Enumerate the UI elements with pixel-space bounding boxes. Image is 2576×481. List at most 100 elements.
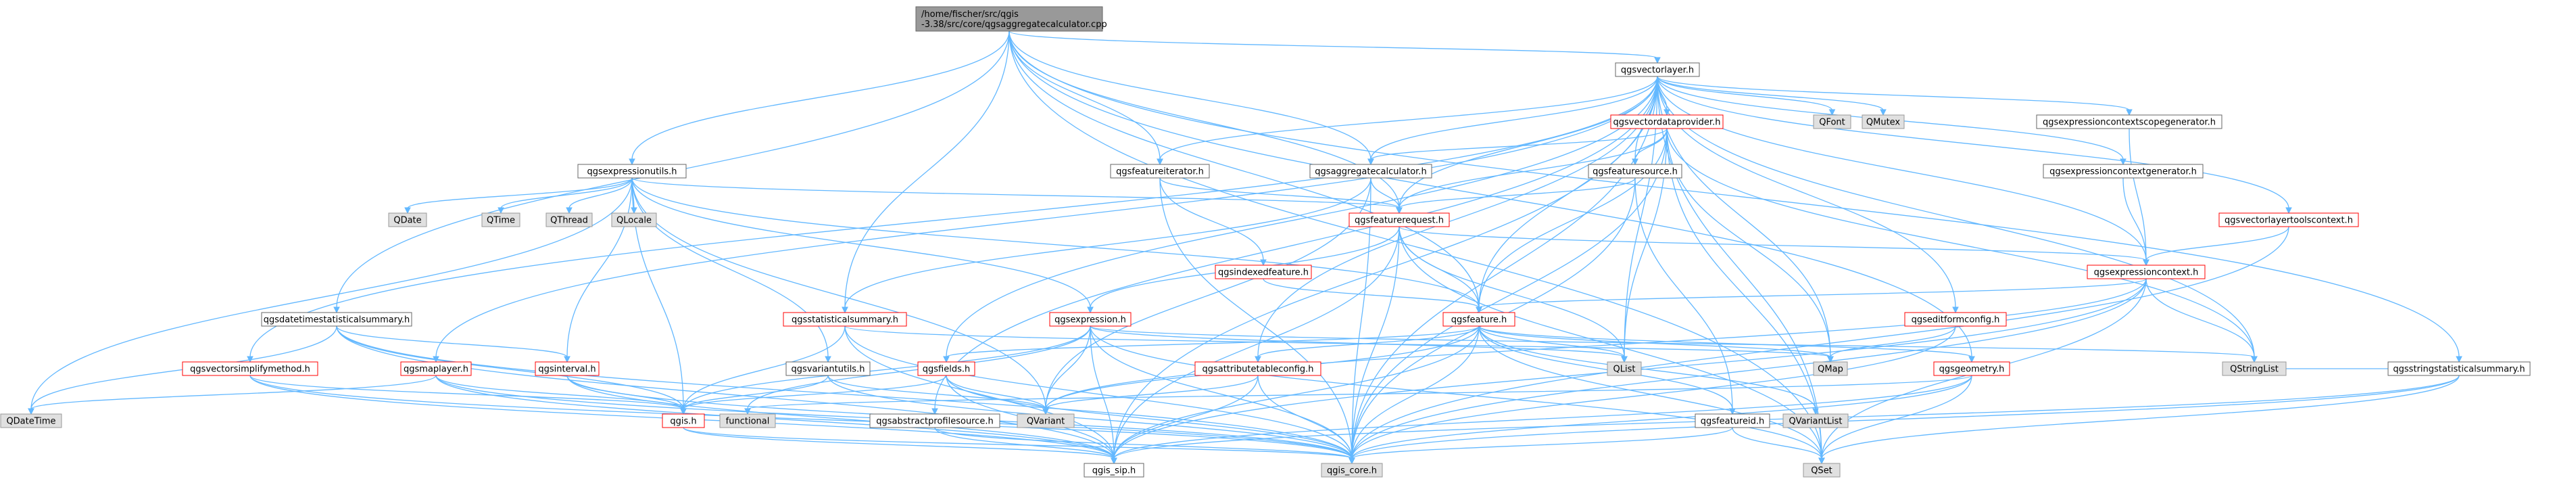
edge-qgsexpressionutils-to-qgsinterval xyxy=(564,177,633,363)
node-qgsstringstats[interactable]: qgsstringstatisticalsummary.h xyxy=(2387,361,2531,376)
node-qgsfields[interactable]: qgsfields.h xyxy=(917,361,975,376)
node-box xyxy=(2036,114,2222,129)
node-qgsinterval[interactable]: qgsinterval.h xyxy=(535,361,600,376)
edge-line xyxy=(827,375,1353,459)
node-box xyxy=(0,413,62,428)
edge-line xyxy=(683,375,829,410)
node-box xyxy=(2087,265,2206,279)
node-qgsfeatureiterator[interactable]: qgsfeatureiterator.h xyxy=(1110,164,1210,179)
edge-line xyxy=(1732,427,1822,459)
node-label: QVariant xyxy=(1027,417,1065,427)
node-box xyxy=(182,361,318,376)
edge-arrowhead xyxy=(404,207,411,214)
node-label: qgsexpressioncontext.h xyxy=(2094,268,2199,278)
node-box xyxy=(2218,212,2359,227)
edge-arrowhead xyxy=(631,207,637,214)
edge-line xyxy=(566,375,1115,459)
node-box xyxy=(2387,361,2531,376)
edge-qgsvectordataprovider-to-qgsfeaturesource xyxy=(1632,128,1668,166)
edge-root-to-qgsvectorlayer xyxy=(1008,30,1661,64)
edge-line xyxy=(683,427,1353,459)
edge-line xyxy=(1351,226,2289,459)
node-qgsvectordataprovider[interactable]: qgsvectordataprovider.h xyxy=(1610,114,1724,129)
edge-arrowhead xyxy=(629,158,635,166)
node-qgsvariantutils[interactable]: qgsvariantutils.h xyxy=(785,361,871,376)
node-qgis_h[interactable]: qgis.h xyxy=(662,413,705,428)
node-label: qgsstatisticalsummary.h xyxy=(792,315,898,325)
node-label: qgsvariantutils.h xyxy=(792,365,865,375)
edge-arrowhead xyxy=(564,356,570,363)
node-qgsindexedfeature[interactable]: qgsindexedfeature.h xyxy=(1215,265,1312,279)
edge-line xyxy=(631,30,1010,160)
node-qgsexprscopegen[interactable]: qgsexpressioncontextscopegenerator.h xyxy=(2036,114,2222,129)
node-qgsexpression[interactable]: qgsexpression.h xyxy=(1049,312,1132,327)
edge-arrowhead xyxy=(2126,109,2133,116)
node-qgsgeometry[interactable]: qgsgeometry.h xyxy=(1933,361,2010,376)
edge-qgsfeature-to-QVariantList xyxy=(1478,325,1819,415)
edge-qgsexpression-to-QStringList xyxy=(1090,325,2258,363)
node-qgsmaplayer[interactable]: qgsmaplayer.h xyxy=(400,361,472,376)
edge-line xyxy=(1257,76,1658,358)
node-qgsaggregatecalculator[interactable]: qgsaggregatecalculator.h xyxy=(1309,164,1432,179)
edge-line xyxy=(500,177,633,209)
edge-line xyxy=(566,375,684,410)
edge-line xyxy=(1478,128,1668,308)
node-QList: QList xyxy=(1607,361,1642,376)
edge-line xyxy=(1657,76,2130,111)
node-qgsattributetableconfig[interactable]: qgsattributetableconfig.h xyxy=(1194,361,1321,376)
node-box xyxy=(785,361,871,376)
node-qgsfeaturesource[interactable]: qgsfeaturesource.h xyxy=(1588,164,1682,179)
edge-qgsexpressioncontext-to-QVariant xyxy=(1042,278,2147,415)
node-box xyxy=(783,312,907,327)
edge-qgsstringstats-to-qgis_core xyxy=(1348,375,2460,465)
edge-arrowhead xyxy=(2456,356,2462,363)
edge-arrowhead xyxy=(2285,207,2292,214)
edge-line xyxy=(1351,278,2147,459)
edge-qgsmaplayer-to-QDateTime xyxy=(28,375,437,415)
edge-qgsstringstats-to-QSet xyxy=(1818,375,2460,465)
node-qgsfeaturerequest[interactable]: qgsfeaturerequest.h xyxy=(1348,212,1450,227)
node-qgsexprctxgen[interactable]: qgsexpressioncontextgenerator.h xyxy=(2043,164,2204,179)
edge-line xyxy=(249,375,1353,459)
edge-arrowhead xyxy=(1111,457,1117,465)
node-root: /home/fischer/src/qgis-3.38/src/core/qgs… xyxy=(915,6,1107,32)
edge-line xyxy=(844,177,1371,308)
node-qgis_sip[interactable]: qgis_sip.h xyxy=(1084,463,1144,478)
edge-qgsfields-to-qgis_core xyxy=(946,375,1355,465)
node-qgseditformconfig[interactable]: qgseditformconfig.h xyxy=(1904,312,2007,327)
node-box xyxy=(545,212,593,227)
edge-line xyxy=(1045,325,1091,410)
edge-qgsfeature-to-qgsfields xyxy=(943,325,1480,363)
node-box xyxy=(1321,463,1383,478)
edge-line xyxy=(1399,76,1658,209)
node-qgsexpressioncontext[interactable]: qgsexpressioncontext.h xyxy=(2087,265,2206,279)
node-qgsvectorlayertoolscontext[interactable]: qgsvectorlayertoolscontext.h xyxy=(2218,212,2359,227)
node-label: QDate xyxy=(393,216,421,226)
node-functional: functional xyxy=(719,413,776,428)
node-qgsvectorlayer[interactable]: qgsvectorlayer.h xyxy=(1615,62,1700,77)
edge-line xyxy=(1159,76,1658,160)
node-qgsabstractprofilesource[interactable]: qgsabstractprofilesource.h xyxy=(869,413,1000,428)
edge-line xyxy=(683,427,1115,459)
edge-line xyxy=(249,76,1658,358)
node-qgsfeature[interactable]: qgsfeature.h xyxy=(1442,312,1515,327)
node-qgsfeatureid[interactable]: qgsfeatureid.h xyxy=(1695,413,1770,428)
edge-line xyxy=(1370,128,1668,160)
edge-line xyxy=(2145,278,2255,358)
edge-line xyxy=(568,177,633,209)
node-box xyxy=(1695,413,1770,428)
edge-line xyxy=(1351,325,1956,459)
edge-qgsfeature-to-qgsgeometry xyxy=(1478,325,1975,363)
edge-qgsaggregatecalculator-to-qgsstatisticalsummary xyxy=(842,177,1371,314)
node-qgsvectorsimplifymethod[interactable]: qgsvectorsimplifymethod.h xyxy=(182,361,318,376)
node-qgsstatisticalsummary[interactable]: qgsstatisticalsummary.h xyxy=(783,312,907,327)
edge-arrowhead xyxy=(1348,457,1355,465)
node-qgsdatetimestats[interactable]: qgsdatetimestatisticalsummary.h xyxy=(261,312,412,327)
edge-line xyxy=(407,177,633,209)
node-box xyxy=(1813,361,1848,376)
edge-qgsvectorlayer-to-qgis_core xyxy=(1348,76,1658,465)
edge-qgsvectordataprovider-to-QList xyxy=(1621,128,1668,363)
node-qgsexpressionutils[interactable]: qgsexpressionutils.h xyxy=(577,164,687,179)
node-box xyxy=(1084,463,1144,478)
node-box xyxy=(577,164,687,179)
